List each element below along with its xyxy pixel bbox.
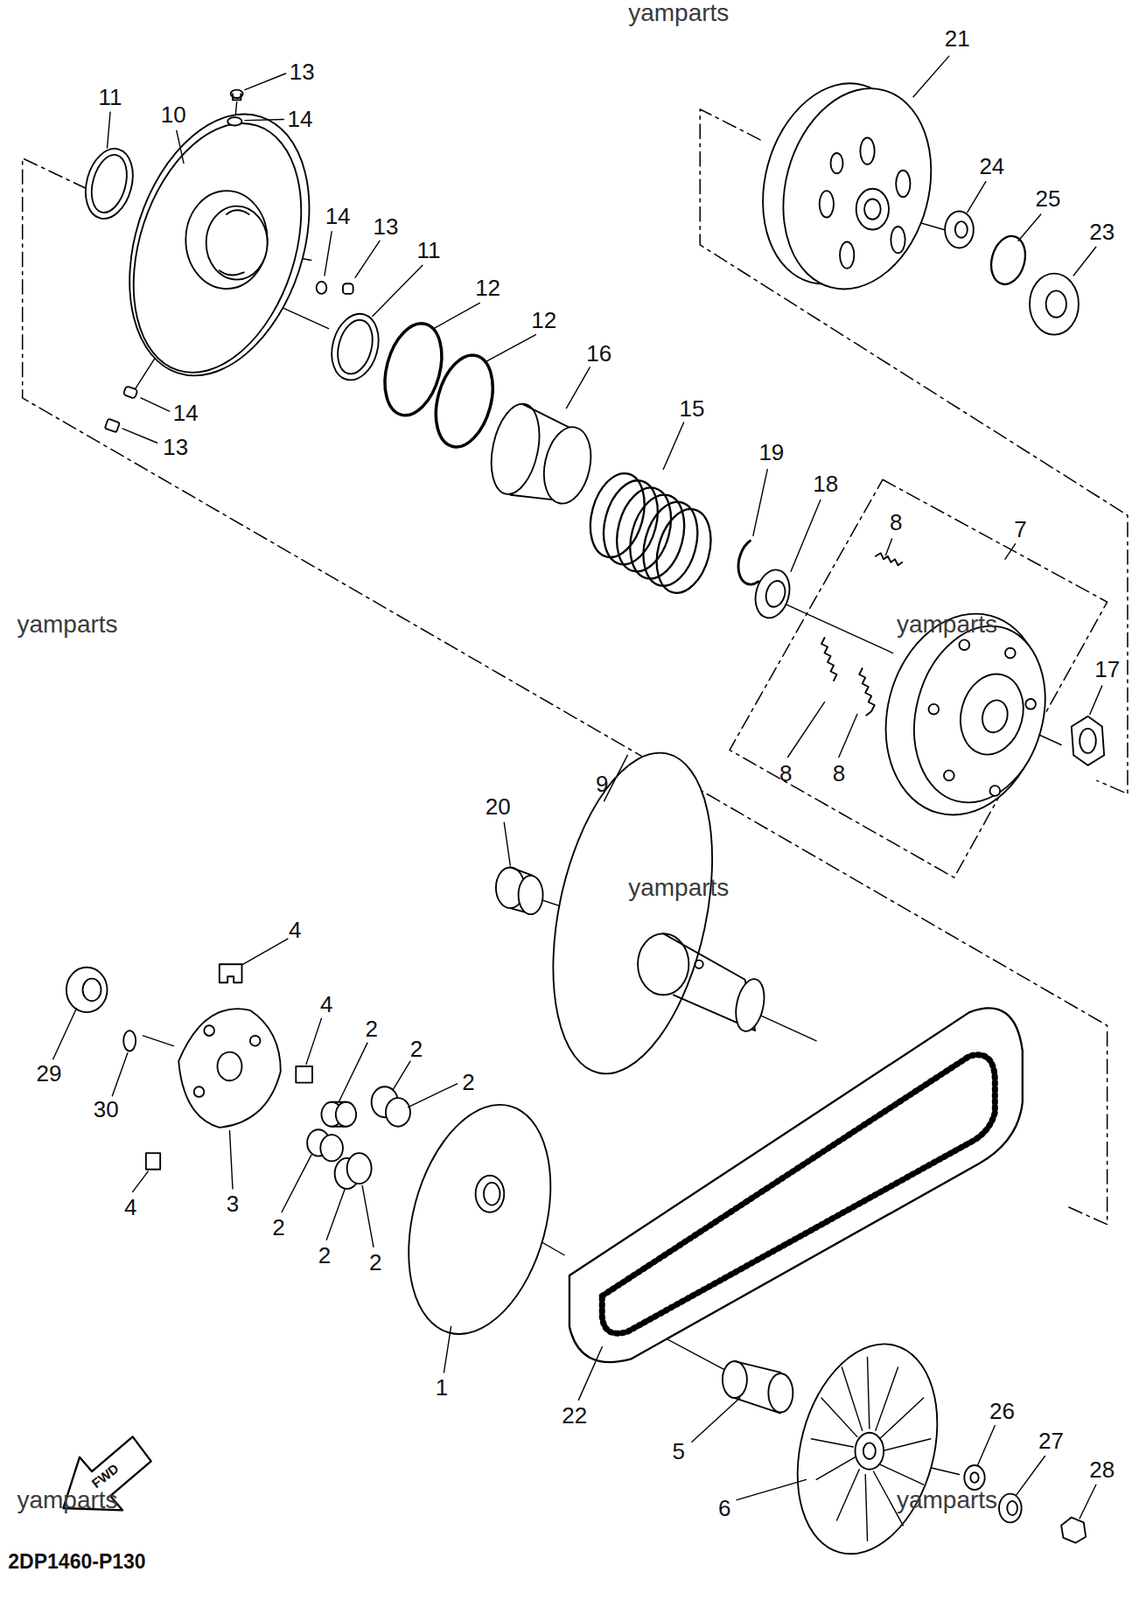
callout-number: 27 xyxy=(1038,1429,1064,1453)
callout-number: 2 xyxy=(272,1215,285,1239)
callout-number: 21 xyxy=(944,27,971,50)
callout-number: 14 xyxy=(173,401,199,425)
callout-number: 17 xyxy=(1094,657,1120,681)
callout-number: 19 xyxy=(758,440,784,464)
callout-number: 2 xyxy=(318,1243,331,1267)
callout-number: 8 xyxy=(779,761,792,785)
watermark: yamparts xyxy=(16,612,118,637)
callout-number: 1 xyxy=(435,1376,448,1399)
callout-number: 8 xyxy=(889,510,902,534)
callout-number: 2 xyxy=(410,1037,423,1061)
callout-number: 22 xyxy=(561,1404,587,1427)
callout-number: 11 xyxy=(97,85,122,109)
callout-number: 2 xyxy=(461,1070,475,1094)
callout-number: 10 xyxy=(160,103,187,126)
callout-number: 2 xyxy=(364,1017,378,1041)
callout-number: 16 xyxy=(586,342,612,365)
callout-number: 28 xyxy=(1089,1458,1115,1482)
callout-number: 20 xyxy=(485,795,511,818)
callout-number: 7 xyxy=(1013,517,1027,541)
callout-number: 3 xyxy=(226,1192,239,1216)
callout-number: 25 xyxy=(1035,187,1062,210)
callout-number: 4 xyxy=(320,992,333,1016)
callout-number: 12 xyxy=(475,276,501,300)
callout-number: 29 xyxy=(36,1062,63,1085)
callout-number: 4 xyxy=(288,918,301,942)
callout-number: 24 xyxy=(978,154,1005,178)
callout-number: 26 xyxy=(989,1399,1015,1423)
callout-number: 4 xyxy=(124,1195,137,1219)
callout-number: 13 xyxy=(372,215,399,238)
watermark: yamparts xyxy=(628,0,729,26)
watermark: yamparts xyxy=(628,875,729,901)
diagram-code: 2DP1460-P130 xyxy=(7,1551,146,1572)
callout-number: 5 xyxy=(672,1439,685,1463)
callout-number: 9 xyxy=(595,772,608,796)
watermark: yamparts xyxy=(16,1488,118,1513)
callout-number: 15 xyxy=(678,397,705,420)
callout-number: 2 xyxy=(369,1250,382,1274)
callout-number: 13 xyxy=(289,60,315,84)
callout-number: 12 xyxy=(531,308,557,332)
callout-number: 18 xyxy=(812,472,839,496)
callout-number: 30 xyxy=(93,1097,119,1121)
callout-number: 6 xyxy=(718,1496,731,1520)
callout-number: 23 xyxy=(1089,220,1115,244)
callout-number: 8 xyxy=(832,761,846,785)
watermark: yamparts xyxy=(896,612,998,637)
callout-number: 11 xyxy=(416,238,441,262)
watermark: yamparts xyxy=(896,1488,998,1513)
callout-number: 14 xyxy=(286,107,313,131)
callout-number: 13 xyxy=(162,435,189,459)
callout-number: 14 xyxy=(325,204,351,228)
